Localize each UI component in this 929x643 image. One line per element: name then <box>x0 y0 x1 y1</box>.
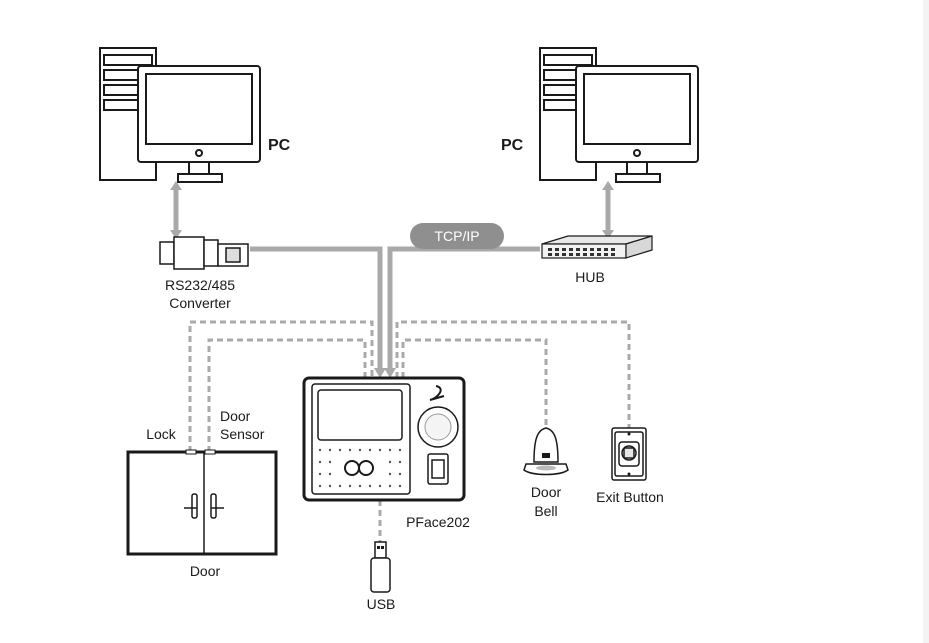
device-brand-mark <box>429 385 445 401</box>
device-fingerprint-sensor <box>427 453 449 485</box>
pface202-device <box>302 376 466 502</box>
door-label: Door <box>190 563 221 579</box>
hub-icon <box>541 235 653 259</box>
pc-left-monitor <box>137 65 261 183</box>
door-bell-dashed-line <box>401 338 548 428</box>
exit-button-icon <box>611 427 647 481</box>
door-sensor-label-line1: Door <box>220 408 251 424</box>
tcpip-pill <box>410 223 504 249</box>
solid-connections <box>173 187 611 372</box>
arrow-heads <box>170 181 614 378</box>
pc-left <box>99 47 261 183</box>
device-infinity-logo <box>344 460 374 476</box>
door-bell-label-line2: Bell <box>534 503 557 519</box>
door-icon <box>126 449 278 556</box>
tcpip-label: TCP/IP <box>434 228 479 244</box>
converter-label-line1: RS232/485 <box>165 277 235 293</box>
exit-button-dashed-line <box>395 320 631 428</box>
door-handles <box>184 493 224 519</box>
device-screen <box>317 389 403 441</box>
usb-icon <box>370 541 391 593</box>
page-right-edge <box>923 0 929 643</box>
arrow-down-device-left <box>374 368 386 378</box>
pc-right-label: PC <box>501 137 524 154</box>
pc-left-label: PC <box>268 137 291 154</box>
hub-to-device-line <box>387 246 540 372</box>
device-label: PFace202 <box>406 514 470 530</box>
door-sensor-label-line2: Sensor <box>220 426 265 442</box>
usb-label: USB <box>367 596 396 612</box>
exit-button-label: Exit Button <box>596 489 664 505</box>
lock-dashed-line <box>188 320 374 452</box>
device-camera <box>417 406 459 448</box>
pc-right <box>539 47 699 183</box>
converter-label-line2: Converter <box>169 295 231 311</box>
device-speaker-dots <box>318 448 402 488</box>
arrow-up-pc-left <box>170 181 182 190</box>
dashed-connections <box>188 320 631 542</box>
door-bell-icon <box>523 427 569 476</box>
lock-marker <box>185 449 197 455</box>
lock-label: Lock <box>146 426 177 442</box>
converter-to-device-line <box>250 246 383 372</box>
door-sensor-marker <box>204 449 216 455</box>
hub-label: HUB <box>575 269 605 285</box>
converter-icon <box>159 236 249 270</box>
arrow-up-pc-right <box>602 181 614 190</box>
arrow-down-hub <box>602 230 614 239</box>
door-bell-label-line1: Door <box>531 484 562 500</box>
pc-right-monitor <box>575 65 699 183</box>
arrow-down-converter <box>170 230 182 239</box>
door-sensor-dashed-line <box>207 338 367 452</box>
arrow-down-device-right <box>384 368 396 378</box>
